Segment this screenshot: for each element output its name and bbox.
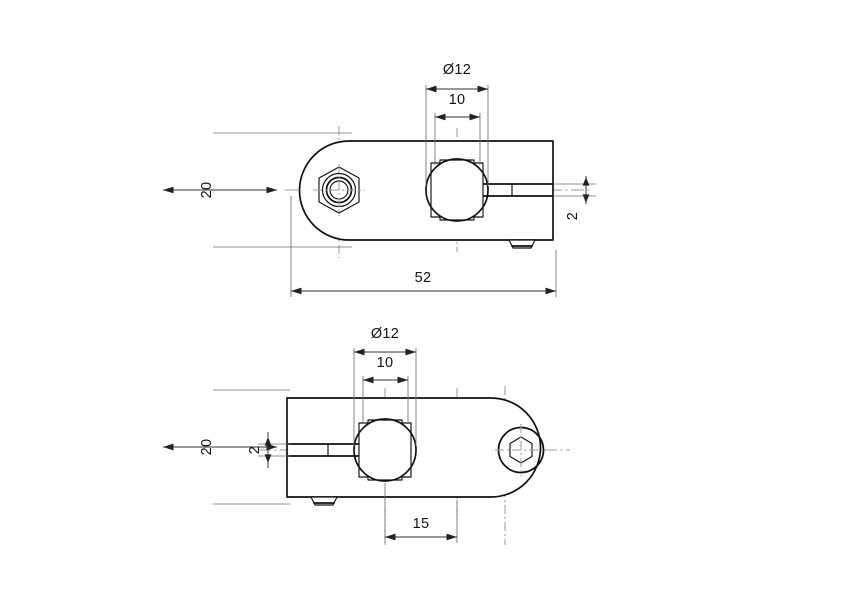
bottom-dim-diameter: Ø12 <box>353 326 417 446</box>
bottom-bore-flat-profile <box>358 419 412 481</box>
top-dim-slot-text: 2 <box>565 212 581 220</box>
top-bore-circle <box>425 158 489 222</box>
top-hex-nut <box>313 164 365 216</box>
bottom-dim-slot-arrow-lower <box>264 454 272 463</box>
top-dim-flat: 10 <box>434 92 481 165</box>
bottom-central-bore <box>353 418 417 482</box>
bottom-dim-height: 20 <box>163 389 290 505</box>
bottom-dim-height-text: 20 <box>199 439 215 456</box>
bottom-dim-slot-text: 2 <box>247 446 263 454</box>
bottom-dim-slot-arrow-upper <box>264 437 272 446</box>
bottom-hex-socket-screw <box>495 424 547 476</box>
bottom-dim-flat: 10 <box>362 355 409 424</box>
bottom-view: 20 2 Ø12 10 15 <box>163 326 570 545</box>
bottom-dim-offset: 15 <box>384 483 458 543</box>
top-dim-height-text: 20 <box>199 182 215 199</box>
top-dim-slot-arrow-lower <box>582 194 590 203</box>
bottom-dim-slot: 2 <box>247 432 290 468</box>
top-dim-diameter: Ø12 <box>425 62 489 186</box>
bottom-bore-circle <box>353 418 417 482</box>
top-dim-slot: 2 <box>553 176 596 220</box>
bottom-dim-flat-text: 10 <box>377 355 394 371</box>
top-dim-length-text: 52 <box>415 270 432 286</box>
top-dim-slot-arrow-upper <box>582 177 590 186</box>
top-dim-flat-text: 10 <box>449 92 466 108</box>
top-central-bore <box>425 158 489 222</box>
top-bore-flat-profile <box>430 159 484 221</box>
bottom-set-screw <box>310 496 338 506</box>
top-dim-height: 20 <box>163 132 352 248</box>
top-dim-length: 52 <box>290 196 557 297</box>
top-view: 20 Ø12 10 2 52 <box>163 62 596 297</box>
top-set-screw <box>508 239 536 249</box>
top-dim-diameter-text: Ø12 <box>443 62 471 78</box>
bottom-body-outline <box>286 397 542 498</box>
bottom-dim-offset-text: 15 <box>413 516 430 532</box>
bottom-dim-diameter-text: Ø12 <box>371 326 399 342</box>
